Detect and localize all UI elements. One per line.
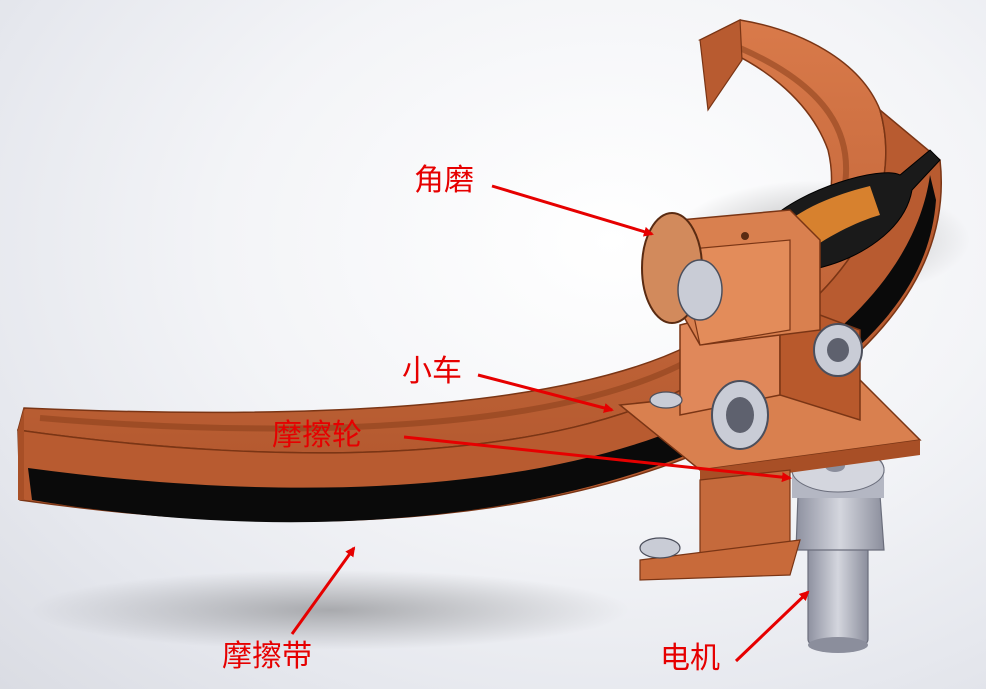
label-friction-wheel: 摩擦轮 [272,418,362,453]
label-trolley: 小车 [402,354,462,389]
angle-grinder [641,149,941,346]
label-friction-belt: 摩擦带 [222,639,312,674]
arrow-friction-wheel [403,435,792,483]
arrow-trolley [477,373,614,413]
arrow-friction-belt [290,546,356,635]
ground-shadow [30,570,630,650]
rail-end-upper [699,19,743,112]
arrow-motor [734,590,810,663]
motor [791,445,885,653]
trolley-bolt [649,391,683,409]
label-angle-grinder: 角磨 [414,163,474,198]
bottom-roller [639,537,681,559]
label-motor: 电机 [660,641,720,676]
rail-end-lower [18,408,24,500]
arrow-angle-grinder [491,184,654,237]
